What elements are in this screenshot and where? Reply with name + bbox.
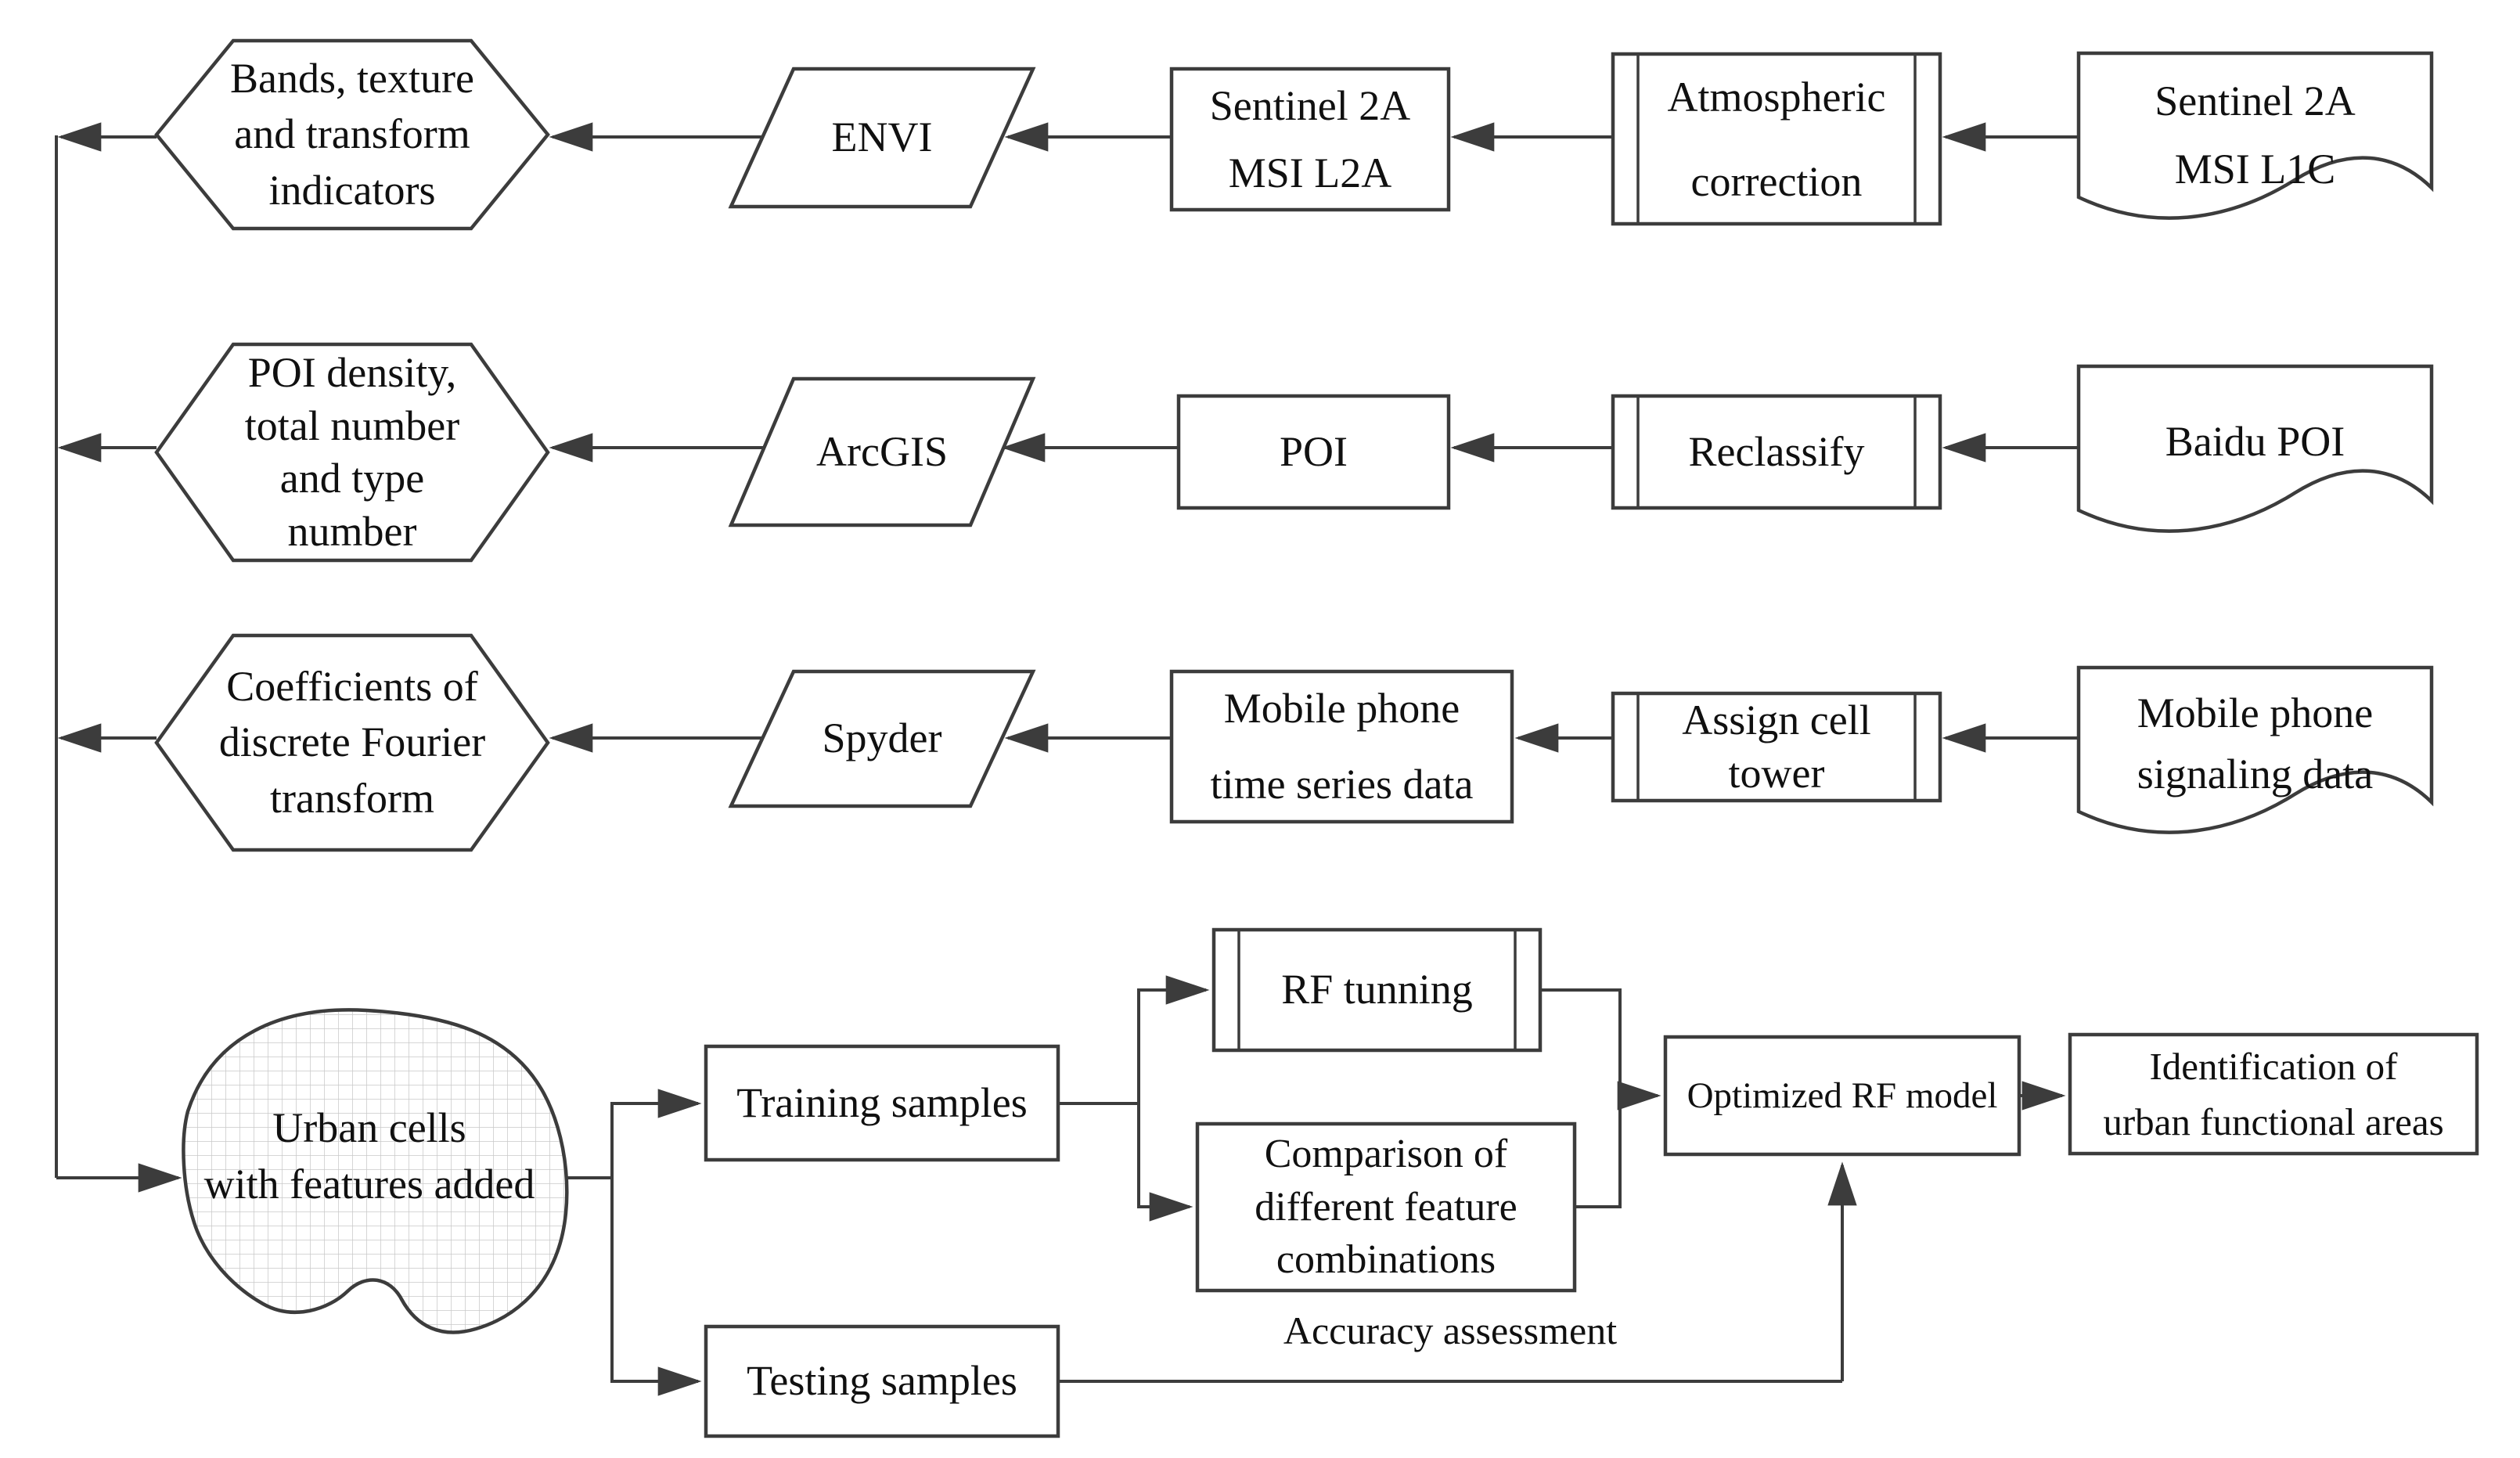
hexagon-band-features-shape bbox=[154, 38, 550, 231]
rect-optimized-model-shape bbox=[1663, 1035, 2021, 1157]
predefined-reclassify-shape bbox=[1611, 394, 1942, 510]
rect-comparison-shape bbox=[1195, 1121, 1577, 1293]
blob-urban-cells-shape bbox=[182, 1008, 569, 1334]
hexagon-fourier-features-shape bbox=[154, 633, 550, 852]
document-baidu-poi-shape bbox=[2076, 364, 2434, 533]
rect-poi-shape bbox=[1176, 394, 1451, 510]
rect-training-shape bbox=[704, 1044, 1060, 1162]
document-signaling-shape bbox=[2076, 665, 2434, 834]
parallelogram-envi-shape bbox=[728, 67, 1036, 209]
hexagon-poi-features-shape bbox=[154, 342, 550, 563]
predefined-rf-tunning-shape bbox=[1211, 927, 1543, 1053]
rect-testing-shape bbox=[704, 1324, 1060, 1438]
rect-sentinel-l2a-shape bbox=[1169, 67, 1451, 212]
parallelogram-spyder-shape bbox=[728, 669, 1036, 808]
predefined-atmospheric-shape bbox=[1611, 52, 1942, 226]
rect-identification-shape bbox=[2068, 1032, 2479, 1156]
predefined-assign-shape bbox=[1611, 691, 1942, 803]
parallelogram-arcgis-shape bbox=[728, 376, 1036, 527]
document-sentinel-l1c-shape bbox=[2076, 51, 2434, 220]
rect-timeseries-shape bbox=[1169, 669, 1514, 824]
